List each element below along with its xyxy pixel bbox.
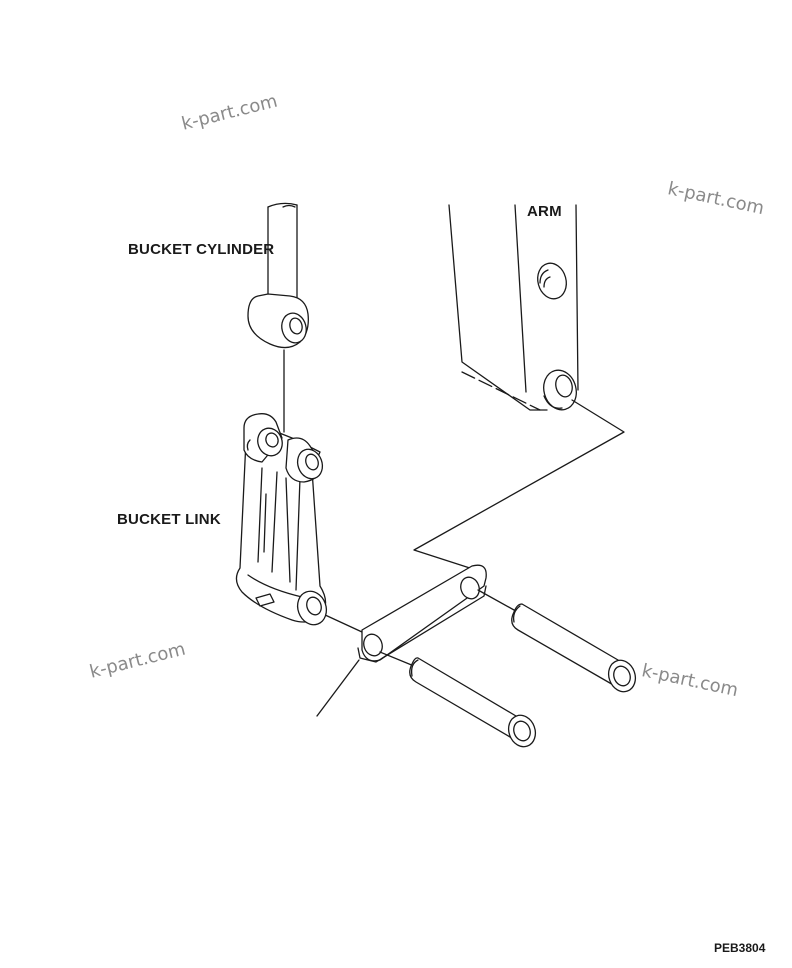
- bucket-link-label: BUCKET LINK: [117, 511, 221, 528]
- arm-part: [448, 204, 579, 411]
- arm-to-plate-leader: [413, 399, 625, 571]
- link-plate-part: [357, 564, 487, 663]
- bucket-cylinder-label: BUCKET CYLINDER: [128, 241, 275, 258]
- pin-upper-part: [477, 589, 637, 693]
- bucket-cylinder-part: [247, 202, 309, 349]
- figure-code: PEB3804: [714, 941, 766, 955]
- plate-callout-leader: [316, 659, 360, 717]
- arm-label: ARM: [527, 203, 562, 220]
- bucket-link-part: [235, 413, 328, 626]
- pin-lower-part: [379, 651, 537, 748]
- link-to-plate-leader: [322, 613, 363, 633]
